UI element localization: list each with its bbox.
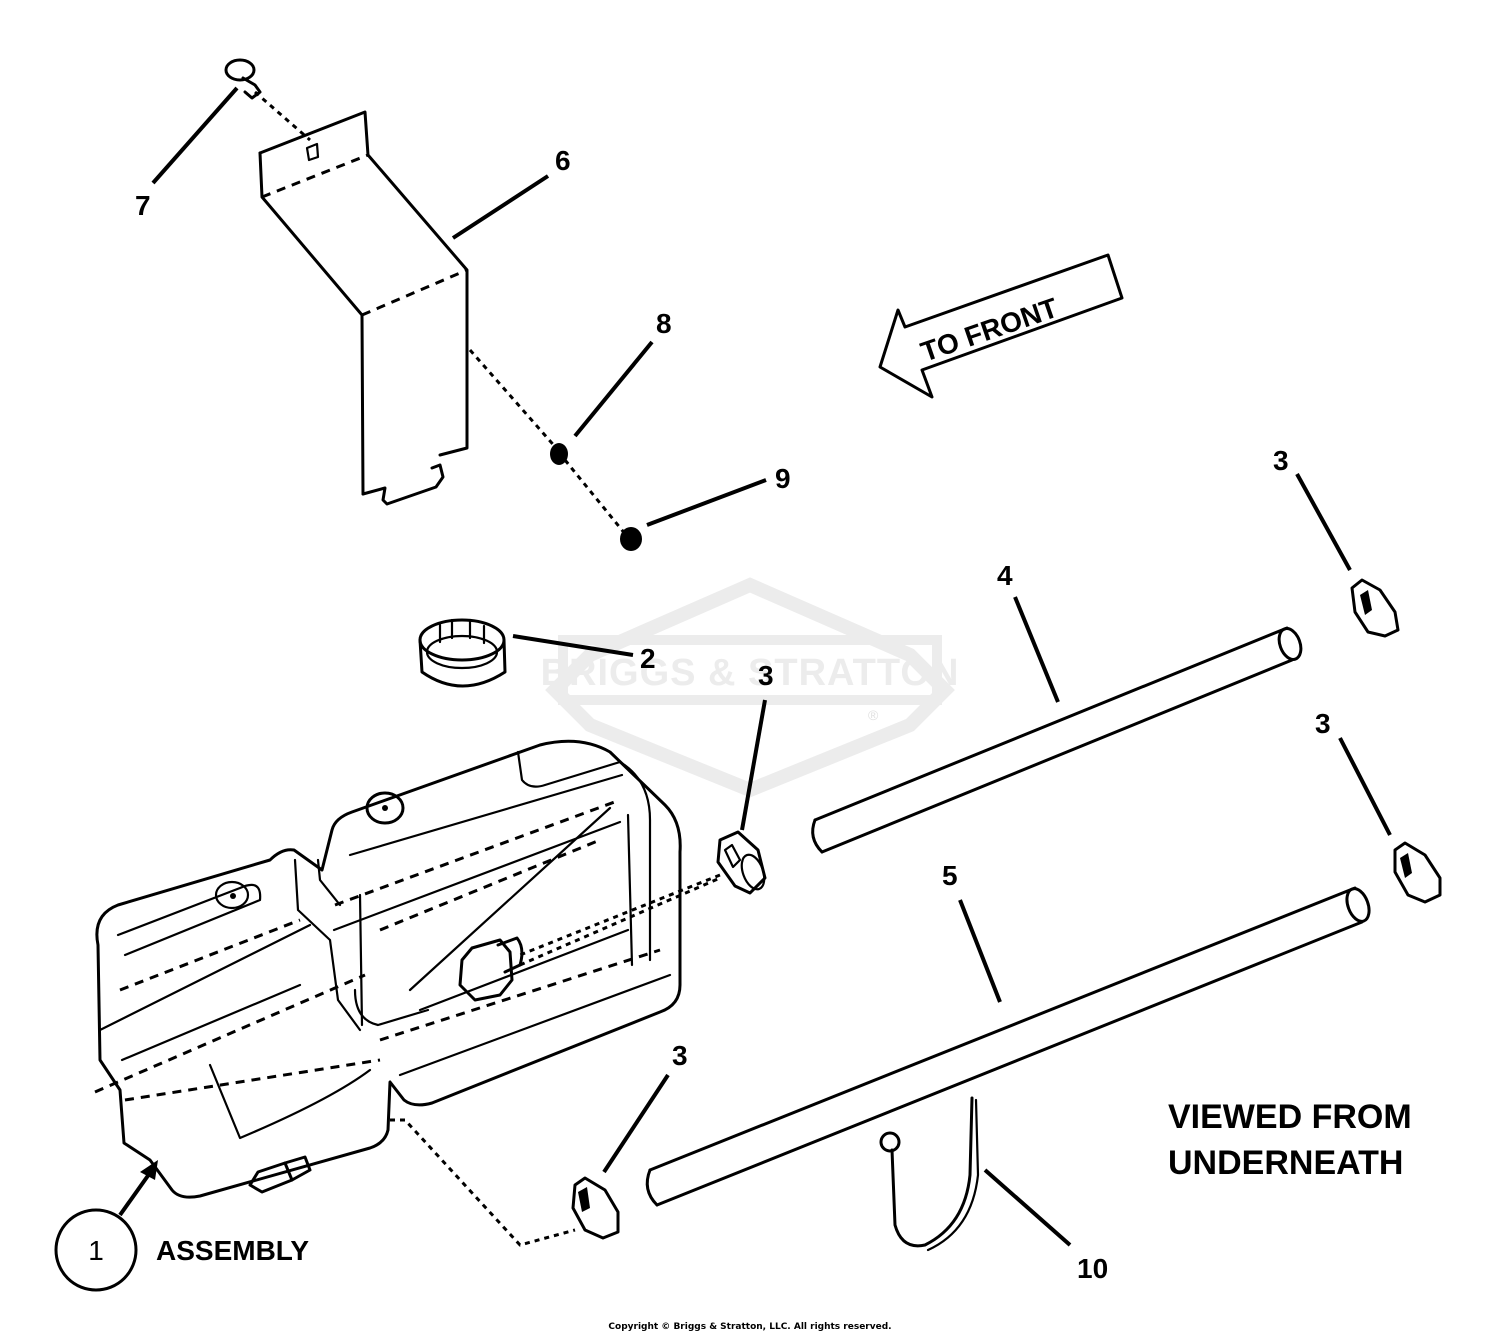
registered-mark: ® [868, 707, 879, 723]
tank-outlet-dashed-line [519, 876, 721, 967]
brand-watermark: BRIGGS & STRATTON ® [541, 577, 960, 798]
assembly-arrowhead-icon [140, 1160, 158, 1180]
nut-dashed-line [563, 459, 632, 541]
to-front-arrow: TO FRONT [878, 253, 1124, 399]
callout-7: 7 [135, 190, 151, 221]
callout-4: 4 [997, 560, 1013, 591]
leader-2 [512, 634, 634, 657]
washer-icon [550, 443, 568, 465]
fuel-hose-5-icon [645, 886, 1371, 1207]
leader-10 [983, 1168, 1072, 1247]
hose-clamp-icon [1350, 578, 1400, 638]
callout-3-lower: 3 [672, 1040, 688, 1071]
leader-5 [958, 899, 1002, 1003]
fuel-hose-4-icon [811, 626, 1303, 854]
callout-3-upper: 3 [1273, 445, 1289, 476]
callout-3-right: 3 [1315, 708, 1331, 739]
view-note-line2: UNDERNEATH [1168, 1144, 1403, 1182]
assembly-label: ASSEMBLY [156, 1235, 309, 1266]
callout-9: 9 [775, 463, 791, 494]
nut-icon [620, 527, 642, 551]
leader-9 [646, 478, 767, 527]
bolt-dashed-line [254, 90, 311, 142]
leader-4 [1013, 596, 1060, 703]
bracket-icon [258, 110, 469, 506]
leader-8 [573, 340, 654, 438]
assembly-circle [54, 1208, 138, 1292]
leader-3-tank [740, 699, 767, 831]
hose-clamp-icon [571, 1176, 620, 1240]
callout-5: 5 [942, 860, 958, 891]
callout-2: 2 [640, 643, 656, 674]
watermark-text: BRIGGS & STRATTON [541, 652, 960, 694]
hose-clamp-icon [716, 830, 767, 895]
fuel-tank-icon [94, 739, 682, 1199]
callout-6: 6 [555, 145, 571, 176]
leader-3-right [1338, 737, 1392, 836]
assembly-callout: 1 ASSEMBLY [54, 1160, 309, 1292]
leader-3-upper [1295, 473, 1352, 571]
view-note-line1: VIEWED FROM [1168, 1098, 1412, 1136]
leader-6 [451, 174, 550, 240]
tie-strap-icon [879, 1096, 980, 1252]
bolt-icon [224, 58, 262, 100]
copyright-notice: Copyright © Briggs & Stratton, LLC. All … [608, 1322, 892, 1332]
callout-3-tank: 3 [758, 660, 774, 691]
clamp-dashed-line [519, 873, 721, 957]
callout-10: 10 [1077, 1253, 1108, 1284]
hose-clamp-icon [1393, 841, 1442, 904]
assembly-number: 1 [88, 1235, 104, 1266]
leader-7 [151, 86, 239, 185]
tank-lower-dashed-line [390, 1118, 576, 1247]
assembly-leader [118, 1168, 154, 1217]
washer-dashed-line [468, 349, 560, 451]
fuel-cap-icon [418, 618, 507, 688]
to-front-label: TO FRONT [917, 292, 1062, 368]
leader-3-lower [602, 1073, 670, 1174]
callout-8: 8 [656, 308, 672, 339]
